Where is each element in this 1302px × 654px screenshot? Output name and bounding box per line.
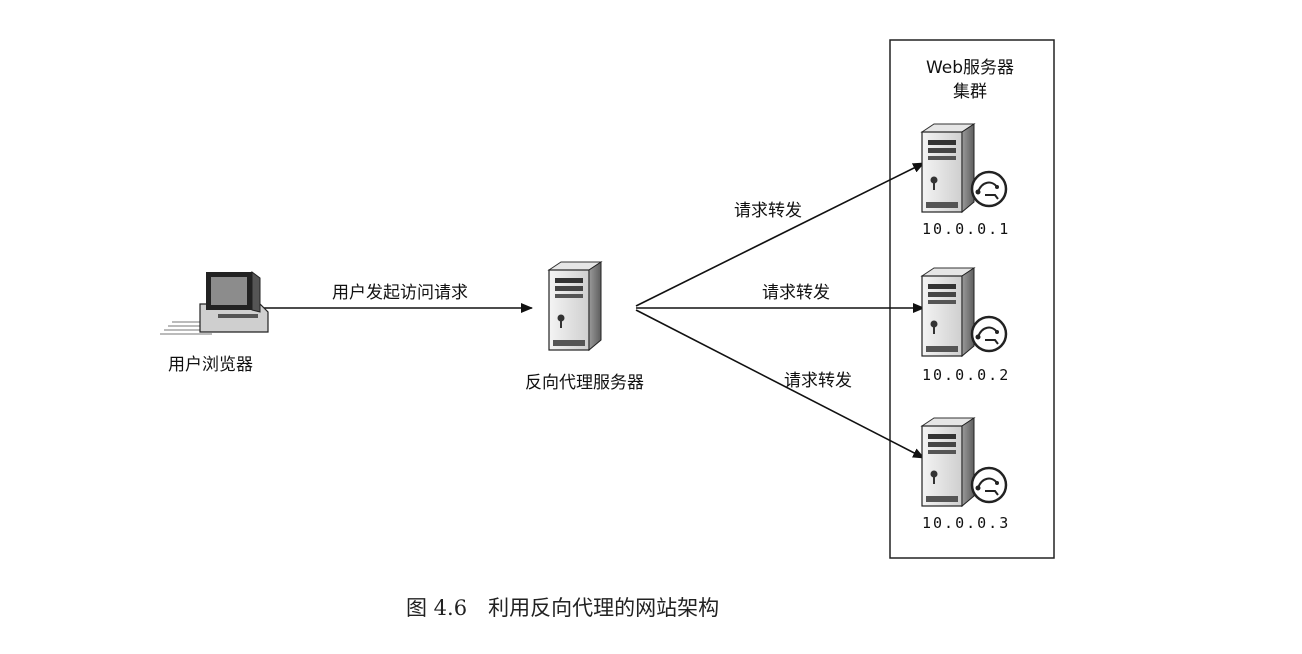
proxy-server-icon	[548, 261, 602, 351]
web-cluster-box	[889, 39, 1055, 559]
request-edge-label: 用户发起访问请求	[332, 283, 468, 303]
cluster-title: Web服务器 集群	[890, 56, 1050, 104]
forward-label-3: 请求转发	[784, 371, 852, 391]
edge-proxy-to-server-1	[635, 162, 925, 307]
forward-label-2: 请求转发	[762, 283, 830, 303]
server-3-ip: 10.0.0.3	[922, 514, 1011, 532]
web-server-1-icon	[921, 123, 975, 213]
server-1-ip: 10.0.0.1	[922, 220, 1011, 238]
proxy-label: 反向代理服务器	[525, 373, 644, 393]
globe-icon	[970, 170, 1008, 208]
cluster-title-line1: Web服务器	[925, 58, 1015, 78]
client-label: 用户浏览器	[168, 355, 253, 375]
web-server-2-icon	[921, 267, 975, 357]
forward-label-1: 请求转发	[734, 201, 802, 221]
web-server-3-icon	[921, 417, 975, 507]
globe-icon	[970, 466, 1008, 504]
computer-icon	[160, 271, 269, 335]
server-2-ip: 10.0.0.2	[922, 366, 1011, 384]
edge-proxy-to-server-3	[635, 309, 925, 459]
globe-icon	[970, 315, 1008, 353]
cluster-title-line2: 集群	[953, 82, 987, 102]
figure-caption: 图 4.6 利用反向代理的网站架构	[406, 596, 720, 620]
